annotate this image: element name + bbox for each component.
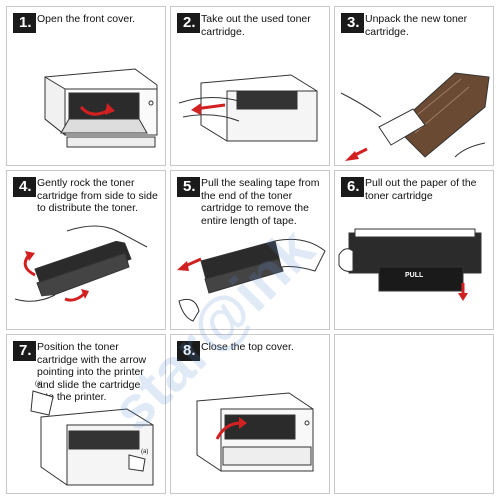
step-8-number: 8. [177, 341, 200, 361]
step-7-text: Position the toner cartridge with the ar… [37, 341, 147, 403]
step-4-text: Gently rock the toner cartridge from sid… [37, 177, 158, 214]
unpack-cartridge-illustration [340, 72, 490, 161]
empty-panel [334, 334, 494, 494]
step-2-number: 2. [177, 13, 200, 33]
remove-cartridge-illustration [178, 74, 318, 142]
printer-close-cover-illustration [196, 392, 314, 472]
step-5-panel: 5. Pull the sealing tape from the end of… [170, 170, 330, 330]
rock-cartridge-illustration [14, 225, 148, 302]
step-8-panel: 8. Close the top cover. [170, 334, 330, 494]
pull-tape-illustration [177, 238, 326, 322]
step-7-number: 7. [13, 341, 36, 361]
step-6-number: 6. [341, 177, 364, 197]
callout-a-top: (a) [35, 381, 42, 387]
step-5-number: 5. [177, 177, 200, 197]
step-5-text: Pull the sealing tape from the end of th… [201, 177, 320, 227]
insert-cartridge-illustration: (a) (a) [30, 381, 154, 486]
step-3-number: 3. [341, 13, 364, 33]
step-4-panel: 4. Gently rock the toner cartridge from … [6, 170, 166, 330]
step-2-text: Take out the used toner cartridge. [201, 13, 311, 38]
step-3-text: Unpack the new toner cartridge. [365, 13, 468, 38]
step-6-text: Pull out the paper of the toner cartridg… [365, 177, 477, 202]
step-3-panel: 3. Unpack the new toner cartridge. [334, 6, 494, 166]
step-1-text: Open the front cover. [37, 13, 136, 25]
step-1-number: 1. [13, 13, 36, 33]
step-6-panel: 6. Pull out the paper of the toner cartr… [334, 170, 494, 330]
callout-a-right: (a) [141, 449, 148, 455]
printer-open-cover-illustration [44, 68, 158, 148]
step-1-panel: 1. Open the front cover. [6, 6, 166, 166]
step-8-text: Close the top cover. [201, 341, 294, 353]
pull-label: PULL [405, 272, 424, 279]
step-4-number: 4. [13, 177, 36, 197]
pull-paper-illustration: PULL [338, 228, 482, 301]
step-2-panel: 2. Take out the used toner cartridge. [170, 6, 330, 166]
step-7-panel: 7. Position the toner cartridge with the… [6, 334, 166, 494]
